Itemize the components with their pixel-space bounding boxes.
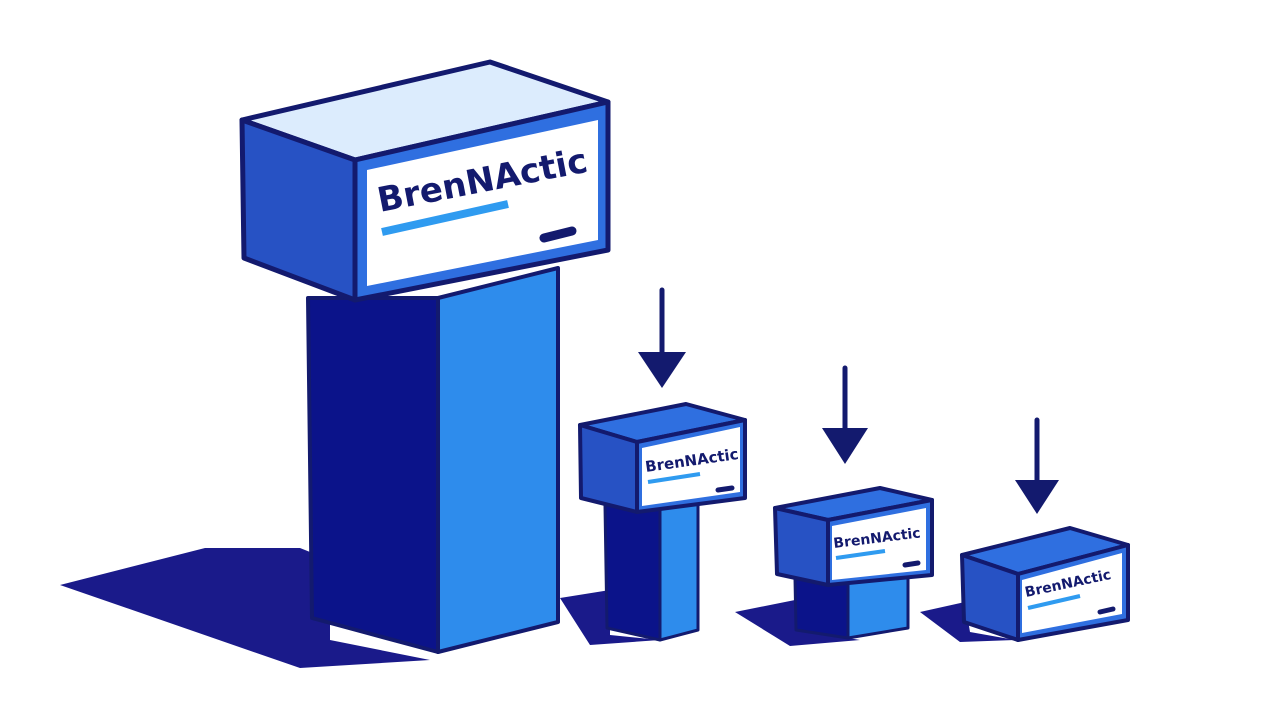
large-box-accent-bar: [381, 200, 509, 236]
small-pillar-dark-face: [793, 576, 850, 640]
small-box-accent-bar: [835, 549, 886, 560]
large-pillar-shadow: [60, 548, 430, 668]
down-arrow-icon: [822, 365, 868, 464]
medium-box-accent-bar: [647, 472, 701, 484]
medium-box-handle: [715, 485, 735, 493]
down-arrow-icon: [638, 287, 686, 388]
smallest-box-accent-bar: [1027, 594, 1081, 610]
large-pillar: [306, 266, 560, 654]
smallest-box-handle: [1097, 606, 1116, 615]
medium-pillar-light-face: [658, 493, 700, 642]
small-pillar: [793, 570, 910, 640]
smallest-box: BrenNActic: [960, 526, 1130, 642]
medium-box-side: [578, 423, 639, 514]
medium-box-label: [642, 427, 740, 506]
small-box-label: [832, 508, 926, 580]
large-box: BrenNActic: [239, 59, 611, 303]
down-arrow-icon: [1015, 417, 1059, 514]
medium-pillar-dark-face: [603, 503, 662, 642]
large-box-label: [367, 120, 598, 286]
smallest-box-label: [1022, 553, 1122, 633]
medium-pillar: [603, 493, 700, 642]
small-box-handle: [902, 560, 921, 568]
large-pillar-dark-face: [306, 296, 440, 654]
small-box-side: [773, 506, 830, 587]
large-box-handle: [539, 226, 577, 243]
medium-box: BrenNActic: [578, 402, 747, 514]
small-box: BrenNActic: [773, 486, 934, 587]
large-pillar-light-face: [436, 266, 560, 654]
